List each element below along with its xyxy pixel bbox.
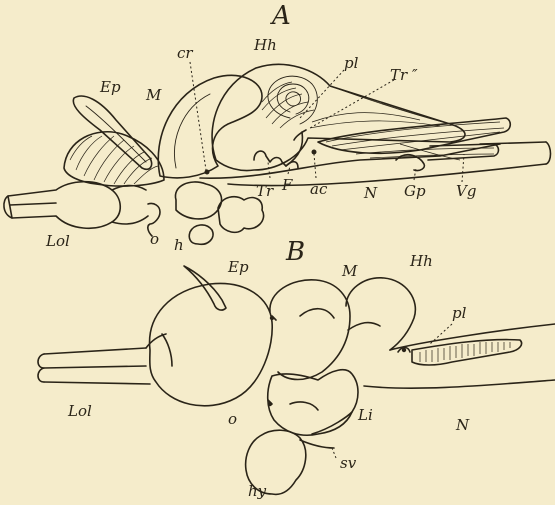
- olfactory-lobe-a: [4, 182, 148, 229]
- panel-a: A Ep M cr Hh pl Tr ″ Lol o h Tr F ac N G…: [4, 1, 551, 254]
- label-o-a: o: [150, 230, 159, 248]
- label-n-a: N: [363, 184, 378, 202]
- label-lol-a: Lol: [45, 232, 70, 250]
- plexus-b: [412, 340, 522, 365]
- panel-b: B Ep M Hh pl Lol o Li sv hy N: [38, 237, 555, 500]
- label-hh-a: Hh: [253, 36, 277, 54]
- olfactory-lobe-b: [38, 334, 166, 384]
- label-pl-a: pl: [344, 54, 359, 72]
- label-hy-b: hy: [248, 482, 267, 500]
- epiphysis-b: [184, 266, 226, 310]
- label-vg-a: Vg: [456, 182, 476, 200]
- label-hh-b: Hh: [409, 252, 433, 270]
- cerebellum-b: [346, 278, 415, 350]
- label-m-a: M: [145, 86, 162, 104]
- label-ep-a: Ep: [99, 78, 121, 96]
- label-pl-b: pl: [452, 304, 467, 322]
- label-li-b: Li: [357, 406, 373, 424]
- label-gp-a: Gp: [404, 182, 426, 200]
- label-ep-b: Ep: [227, 258, 249, 276]
- panel-b-letter: B: [285, 237, 305, 267]
- label-o-b: o: [228, 410, 237, 428]
- panel-a-letter: A: [270, 1, 291, 31]
- label-f-a: F: [281, 176, 293, 194]
- label-tr2-a: Tr ″: [390, 66, 418, 84]
- label-sv-b: sv: [340, 454, 357, 472]
- label-lol-b: Lol: [67, 402, 92, 420]
- label-tr-a: Tr: [256, 182, 274, 200]
- label-h-a: h: [174, 236, 184, 254]
- vagus-bundle-a: [318, 118, 510, 171]
- label-cr-a: cr: [177, 44, 193, 62]
- medulla-b: [364, 324, 555, 388]
- hemisphere-b: [150, 283, 273, 405]
- lower-lobes-b: [246, 370, 358, 495]
- midbrain-b: [270, 280, 350, 380]
- label-m-b: M: [341, 262, 358, 280]
- leader-lines-b: [332, 324, 452, 458]
- ventral-lobes-a: [148, 182, 264, 244]
- label-ac-a: ac: [310, 180, 328, 198]
- midbrain-a: [158, 75, 262, 177]
- label-n-b: N: [455, 416, 470, 434]
- hatched-hemisphere-a: [64, 132, 164, 186]
